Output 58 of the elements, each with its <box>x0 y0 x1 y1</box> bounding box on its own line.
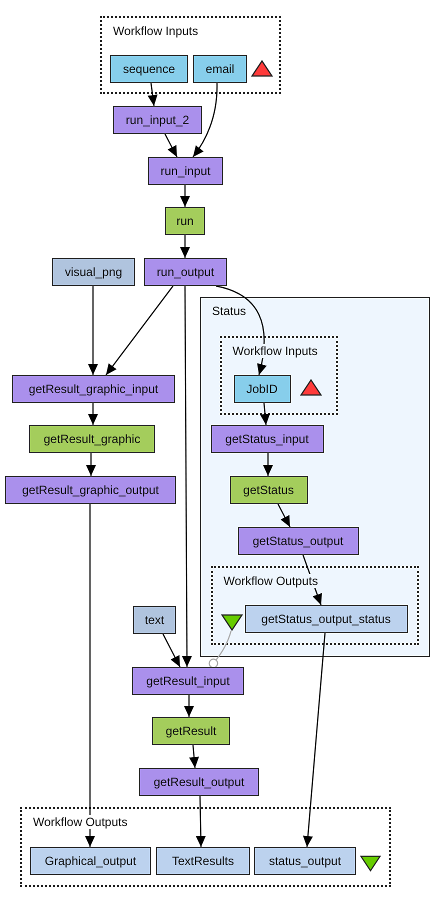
port-group-frame <box>20 807 391 887</box>
port-group-frame <box>210 566 418 644</box>
service-box: getResult <box>152 717 230 745</box>
input-port-box: sequence <box>110 55 188 83</box>
constant-box: visual_png <box>52 258 135 286</box>
processor-box: getStatus_input <box>210 424 324 452</box>
group-title: Workflow Outputs <box>222 574 320 588</box>
processor-box: getResult_graphic_input <box>12 375 175 403</box>
subworkflow-panel <box>200 297 430 657</box>
input-port-box: JobID <box>234 374 290 402</box>
arrow <box>277 504 291 528</box>
processor-box: getResult_graphic_output <box>5 476 176 504</box>
processor-box: run_output <box>144 258 227 286</box>
output-port-box: getStatus_output_status <box>244 604 408 632</box>
control-link <box>208 630 232 668</box>
arrow <box>180 235 190 258</box>
arrow <box>182 286 192 667</box>
arrow <box>180 185 190 207</box>
group-title: Status <box>210 304 248 318</box>
arrow <box>192 83 218 158</box>
arrow <box>85 504 95 847</box>
arrow <box>162 634 181 668</box>
processor-box: getStatus_output <box>238 526 358 554</box>
arrow <box>263 453 273 476</box>
output-port-box: Graphical_output <box>30 847 151 875</box>
arrow <box>184 695 194 717</box>
processor-box: run_input <box>148 157 223 185</box>
service-box: getStatus <box>230 476 308 504</box>
service-box: getResult_graphic <box>29 425 155 453</box>
processor-box: run_input_2 <box>113 106 202 134</box>
arrow <box>189 744 200 768</box>
processor-box: getResult_input <box>132 667 244 695</box>
arrow <box>106 286 174 376</box>
arrow <box>86 453 96 476</box>
triangle-marker <box>251 60 273 77</box>
group-title: Workflow Inputs <box>111 24 200 38</box>
arrow <box>216 285 266 376</box>
constant-box: text <box>133 606 176 634</box>
port-group-frame <box>100 16 281 94</box>
arrow <box>88 403 98 425</box>
arrow <box>164 134 178 158</box>
arrow <box>88 286 98 375</box>
output-port-box: status_output <box>254 847 356 875</box>
arrow <box>148 82 158 106</box>
arrow <box>260 402 270 426</box>
triangle-marker <box>220 614 242 630</box>
triangle-marker <box>360 855 381 872</box>
port-group-frame <box>220 336 338 414</box>
service-box: run <box>165 207 205 235</box>
arrow <box>302 554 322 606</box>
group-title: Workflow Outputs <box>31 815 130 829</box>
output-port-box: TextResults <box>156 847 250 875</box>
arrow <box>196 796 206 848</box>
triangle-marker <box>300 378 322 396</box>
arrow <box>302 632 326 848</box>
group-title: Workflow Inputs <box>230 344 320 358</box>
input-port-box: email <box>193 55 247 83</box>
processor-box: getResult_output <box>139 768 259 796</box>
